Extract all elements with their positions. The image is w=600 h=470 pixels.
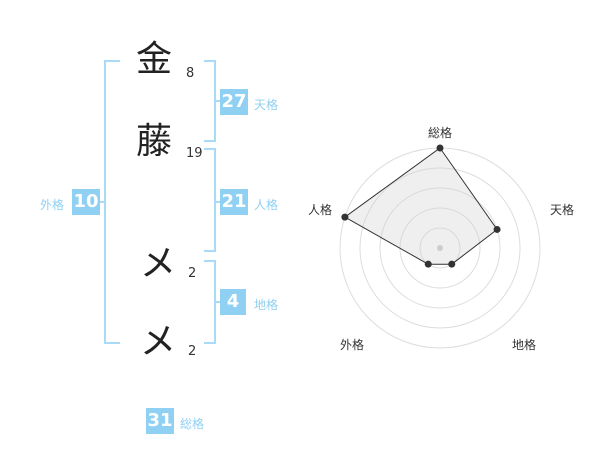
tenkaku-label: 天格 — [254, 98, 279, 112]
radar-ring — [359, 167, 521, 329]
radar-point-4 — [424, 260, 432, 268]
gaikaku-bracket — [104, 60, 120, 344]
soukaku-label: 総格 — [180, 417, 205, 431]
radar-point-3 — [448, 260, 456, 268]
name-char-2: 藤 — [135, 121, 172, 162]
radar-shape — [343, 147, 498, 265]
radar-point-5 — [341, 213, 349, 221]
name-char-4: メ — [139, 321, 176, 362]
chikaku-connector — [214, 301, 220, 303]
chikaku-label: 地格 — [254, 298, 279, 312]
radar-chart — [339, 144, 541, 349]
name-char-3: メ — [139, 243, 176, 284]
stroke-count-4: 2 — [188, 344, 197, 359]
soukaku-value-box: 31 — [146, 408, 174, 434]
radar-ring — [379, 187, 501, 309]
jinkaku-value-box: 21 — [220, 189, 248, 215]
jinkaku-connector — [214, 201, 220, 203]
radar-label-tenkaku: 天格 — [550, 203, 575, 217]
radar-point-1 — [436, 144, 444, 152]
jinkaku-bracket — [204, 148, 216, 252]
gaikaku-value-box: 10 — [72, 189, 100, 215]
radar-ring — [419, 227, 461, 269]
gaikaku-connector — [98, 201, 106, 203]
name-char-1: 金 — [135, 39, 172, 80]
tenkaku-connector — [214, 100, 220, 102]
gaikaku-label: 外格 — [40, 198, 65, 212]
radar-label-chikaku: 地格 — [512, 338, 537, 352]
tenkaku-value-box: 27 — [220, 89, 248, 115]
radar-label-soukaku: 総格 — [428, 126, 453, 140]
chikaku-value-box: 4 — [220, 289, 246, 315]
stroke-count-3: 2 — [188, 266, 197, 281]
jinkaku-label: 人格 — [254, 198, 279, 212]
stroke-count-1: 8 — [186, 66, 195, 81]
stroke-count-2: 19 — [186, 146, 203, 161]
radar-label-gaikaku: 外格 — [340, 338, 365, 352]
radar-point-2 — [493, 225, 501, 233]
radar-label-jinkaku: 人格 — [308, 203, 333, 217]
radar-center-dot — [437, 245, 443, 251]
